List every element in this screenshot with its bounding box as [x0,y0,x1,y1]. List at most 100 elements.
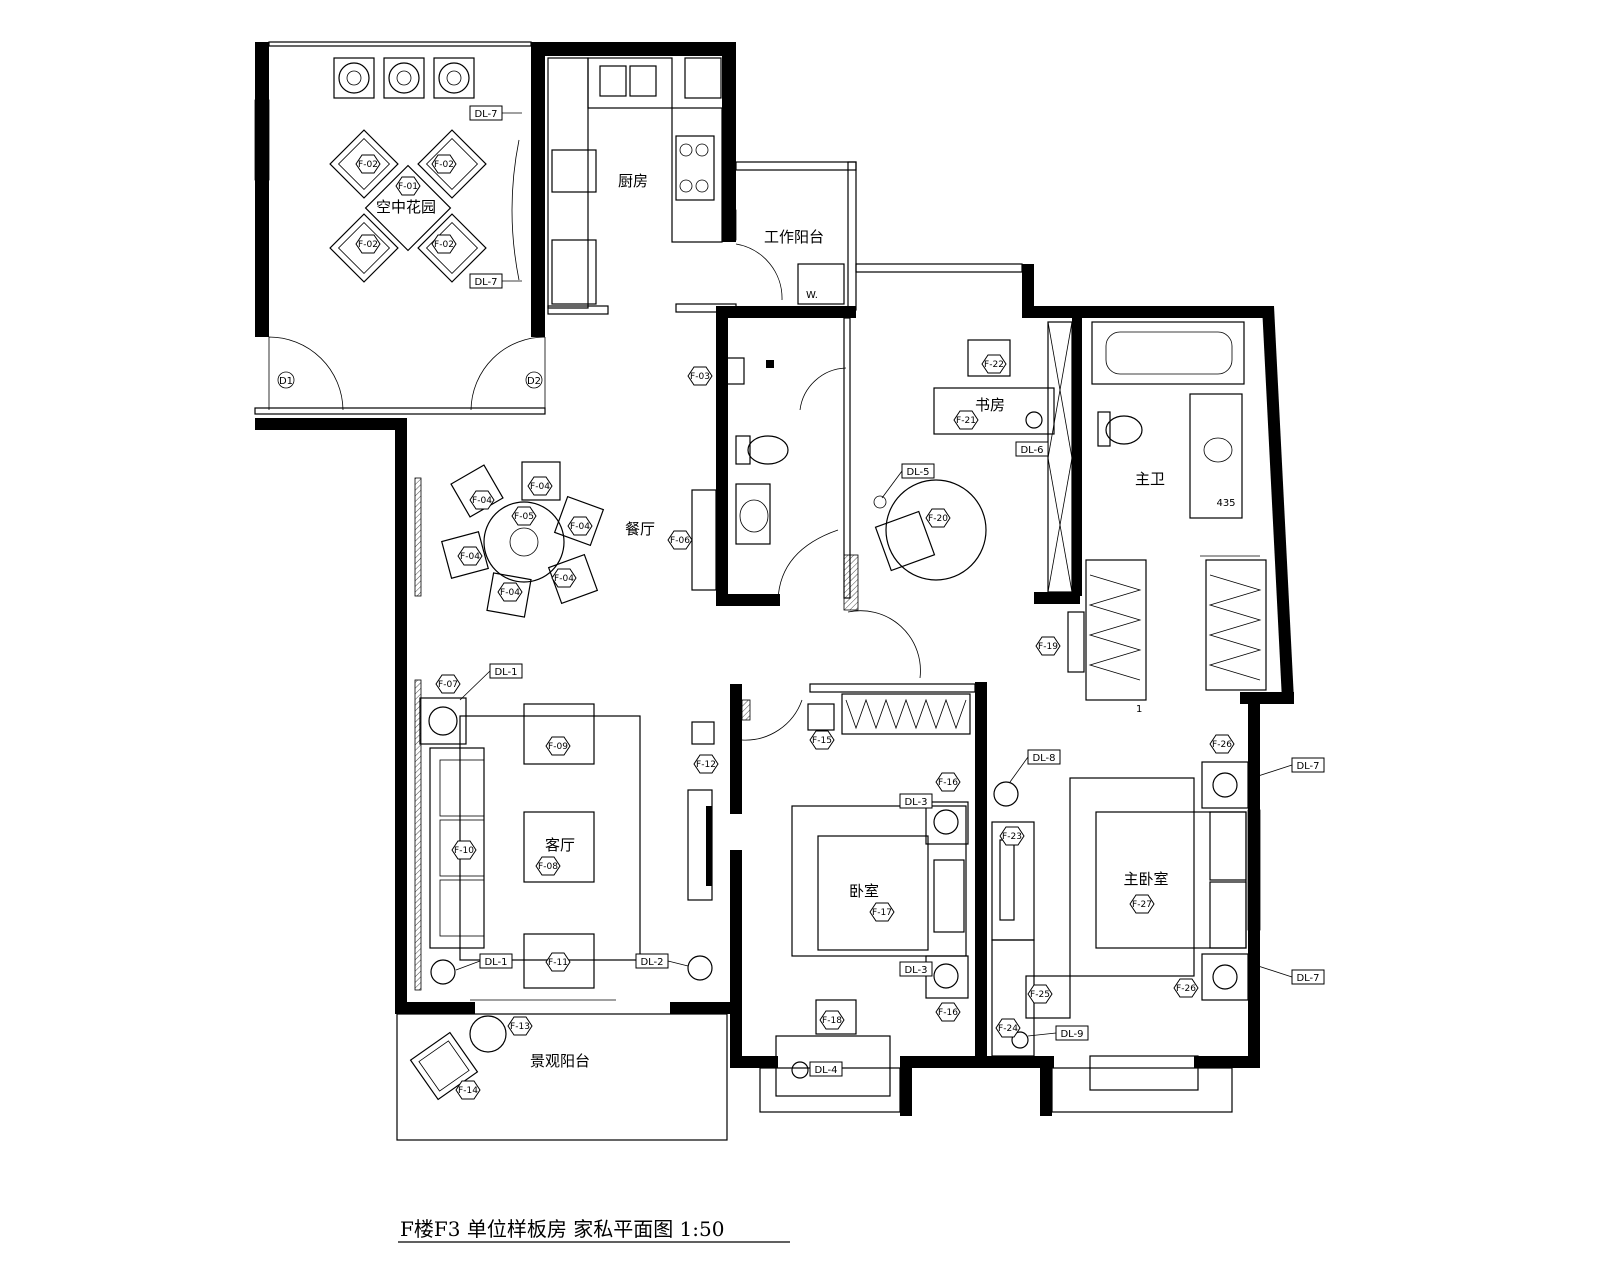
tag-f04a: F-04 [469,490,495,510]
sky-garden: 空中花园 D1 D2 [268,57,546,411]
svg-text:F-05: F-05 [514,512,534,522]
svg-text:DL-7: DL-7 [474,277,497,288]
tag-f15: F-15 [809,730,835,750]
tag-f04c: F-04 [567,516,593,536]
tag-f01: F-01 [395,176,421,196]
tag-f26b: F-26 [1173,978,1199,998]
svg-text:F-02: F-02 [434,240,454,250]
tag-f14: F-14 [455,1080,481,1100]
view-balcony: 景观阳台 [409,1015,590,1101]
svg-text:F-26: F-26 [1212,740,1232,750]
tag-f02b: F-02 [431,154,457,174]
wc [719,357,921,679]
door-label-d2: D2 [527,376,541,387]
dim-435: 435 [1216,498,1235,509]
tag-f11: F-11 [545,952,571,972]
master-bath: 主卫 435 1 [1085,321,1267,715]
tag-f23: F-23 [999,826,1025,846]
lamp-tag-dl3b: DL-3 [899,961,933,977]
marker-one: 1 [1136,704,1142,715]
svg-text:F-25: F-25 [1030,990,1050,1000]
svg-text:DL-3: DL-3 [904,797,927,808]
study: 书房 [873,321,1085,673]
svg-text:F-04: F-04 [472,496,492,506]
svg-text:DL-1: DL-1 [484,957,507,968]
svg-text:F-21: F-21 [956,416,976,426]
lamp-tag-dl1b: DL-1 [479,953,513,969]
room-label-study: 书房 [975,396,1005,414]
lamp-tag-dl8: DL-8 [1027,749,1061,765]
svg-text:DL-8: DL-8 [1032,753,1055,764]
tag-f04b: F-04 [527,476,553,496]
svg-text:F-03: F-03 [690,372,710,382]
svg-text:F-22: F-22 [984,360,1004,370]
walls [254,41,1294,1141]
tag-f18: F-18 [819,1010,845,1030]
tag-f22: F-22 [981,354,1007,374]
svg-text:DL-7: DL-7 [474,109,497,120]
svg-text:DL-1: DL-1 [494,667,517,678]
potted-plants [333,57,475,99]
svg-text:DL-5: DL-5 [906,467,929,478]
door-label-d1: D1 [279,376,293,387]
svg-text:F-24: F-24 [998,1024,1018,1034]
svg-text:F-26: F-26 [1176,984,1196,994]
svg-text:F-16: F-16 [938,1008,958,1018]
svg-text:F-11: F-11 [548,958,568,968]
room-label-dining: 餐厅 [625,520,655,538]
svg-text:DL-6: DL-6 [1020,445,1043,456]
svg-text:F-23: F-23 [1002,832,1022,842]
tag-f05: F-05 [511,506,537,526]
svg-text:F-02: F-02 [358,240,378,250]
tag-f26a: F-26 [1209,734,1235,754]
lamp-tag-dl4: DL-4 [809,1061,843,1077]
lamp-tag-dl6: DL-6 [1015,441,1049,457]
tag-f13: F-13 [507,1016,533,1036]
garden-chair-set [329,129,487,283]
tag-f27: F-27 [1129,894,1155,914]
tag-f02c: F-02 [355,234,381,254]
dining-chairs [440,461,605,618]
tag-f04e: F-04 [551,568,577,588]
drawing-title: F楼F3 单位样板房 家私平面图 1:50 [400,1217,724,1241]
tag-f04d: F-04 [457,546,483,566]
svg-text:F-18: F-18 [822,1016,842,1026]
tag-f02d: F-02 [431,234,457,254]
svg-text:F-14: F-14 [458,1086,478,1096]
washer-label: W. [806,290,818,301]
lamp-tag-dl9: DL-9 [1055,1025,1089,1041]
svg-text:F-02: F-02 [434,160,454,170]
svg-text:DL-4: DL-4 [814,1065,837,1076]
svg-text:F-16: F-16 [938,778,958,788]
svg-text:F-06: F-06 [670,536,690,546]
lamp-tag-dl7d: DL-7 [1291,969,1325,985]
room-label-view-balcony: 景观阳台 [530,1052,590,1070]
tag-f02a: F-02 [355,154,381,174]
tag-f21: F-21 [953,410,979,430]
svg-text:F-20: F-20 [928,514,948,524]
furniture-tags: F-02 F-02 F-01 F-02 F-02 F-03 F-04 F-04 … [355,154,1235,1100]
room-label-master-bedroom: 主卧室 [1123,870,1168,888]
tag-f19: F-19 [1035,636,1061,656]
room-label-sky-garden: 空中花园 [376,198,436,216]
lamp-tag-dl7a: DL-7 [469,105,503,121]
tag-f03: F-03 [687,366,713,386]
svg-text:F-04: F-04 [530,482,550,492]
lamp-tag-dl5: DL-5 [901,463,935,479]
tag-f06: F-06 [667,530,693,550]
svg-text:F-04: F-04 [554,574,574,584]
bedroom: 卧室 [741,693,971,1097]
tag-f09: F-09 [545,736,571,756]
room-label-bedroom: 卧室 [849,882,879,900]
svg-text:DL-7: DL-7 [1296,973,1319,984]
svg-text:F-10: F-10 [454,846,474,856]
svg-text:F-15: F-15 [812,736,832,746]
room-label-living: 客厅 [545,836,575,854]
tag-f25: F-25 [1027,984,1053,1004]
room-label-work-balcony: 工作阳台 [764,228,824,246]
svg-text:F-08: F-08 [538,862,558,872]
tag-f16a: F-16 [935,772,961,792]
tag-f16b: F-16 [935,1002,961,1022]
tag-f12: F-12 [693,754,719,774]
